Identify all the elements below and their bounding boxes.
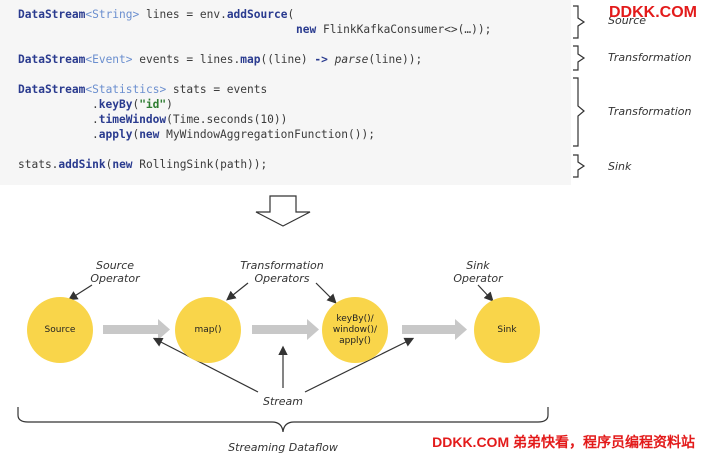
- sink-operator-label: Sink Operator: [453, 259, 503, 285]
- flow-arrow-1: [103, 319, 170, 340]
- code-line-2: new FlinkKafkaConsumer<>(…));: [296, 23, 492, 36]
- label-transformation-2: Transformation: [608, 105, 692, 118]
- label-source: Source: [608, 14, 647, 27]
- flow-arrow-2: [252, 319, 319, 340]
- arrow-source-label: [67, 284, 93, 301]
- stream-label: Stream: [262, 395, 304, 408]
- code-line-4: DataStream<Statistics> stats = events: [18, 83, 268, 96]
- node-map: map(): [175, 297, 241, 363]
- node-sink: Sink: [474, 297, 540, 363]
- brace-transformation-1: [573, 45, 586, 71]
- flow-arrow-3: [402, 319, 467, 340]
- label-transformation-1: Transformation: [608, 51, 692, 64]
- arrow-sink-label: [477, 284, 494, 302]
- code-line-6: .timeWindow(Time.seconds(10)): [92, 113, 288, 126]
- dataflow-brace: [17, 407, 549, 433]
- transformation-operators-label: Transformation Operators: [240, 259, 324, 285]
- dataflow-label: Streaming Dataflow: [228, 441, 338, 454]
- watermark-top: DDKK.COM: [609, 4, 697, 21]
- code-line-5: .keyBy("id"): [92, 98, 173, 111]
- code-line-1: DataStream<String> lines = env.addSource…: [18, 8, 295, 21]
- brace-transformation-2: [573, 77, 585, 147]
- brace-source: [573, 5, 586, 39]
- watermark-bottom: DDKK.COM 弟弟快看，程序员编程资料站: [432, 434, 695, 450]
- node-source: Source: [27, 297, 93, 363]
- down-arrow-outline: [255, 195, 311, 227]
- code-line-8: stats.addSink(new RollingSink(path));: [18, 158, 268, 171]
- stream-arrow-left: [152, 337, 259, 393]
- code-line-7: .apply(new MyWindowAggregationFunction()…: [92, 128, 375, 141]
- brace-sink: [573, 154, 586, 178]
- arrow-transform-label-left: [226, 282, 249, 301]
- code-line-3: DataStream<Event> events = lines.map((li…: [18, 53, 423, 66]
- code-panel: [0, 0, 571, 185]
- source-operator-label: Source Operator: [90, 259, 140, 285]
- label-sink: Sink: [608, 160, 632, 173]
- arrow-transform-label-right: [315, 282, 337, 304]
- stream-arrow-right: [304, 337, 415, 393]
- node-keyby-window-apply: keyBy()/ window()/ apply(): [322, 297, 388, 363]
